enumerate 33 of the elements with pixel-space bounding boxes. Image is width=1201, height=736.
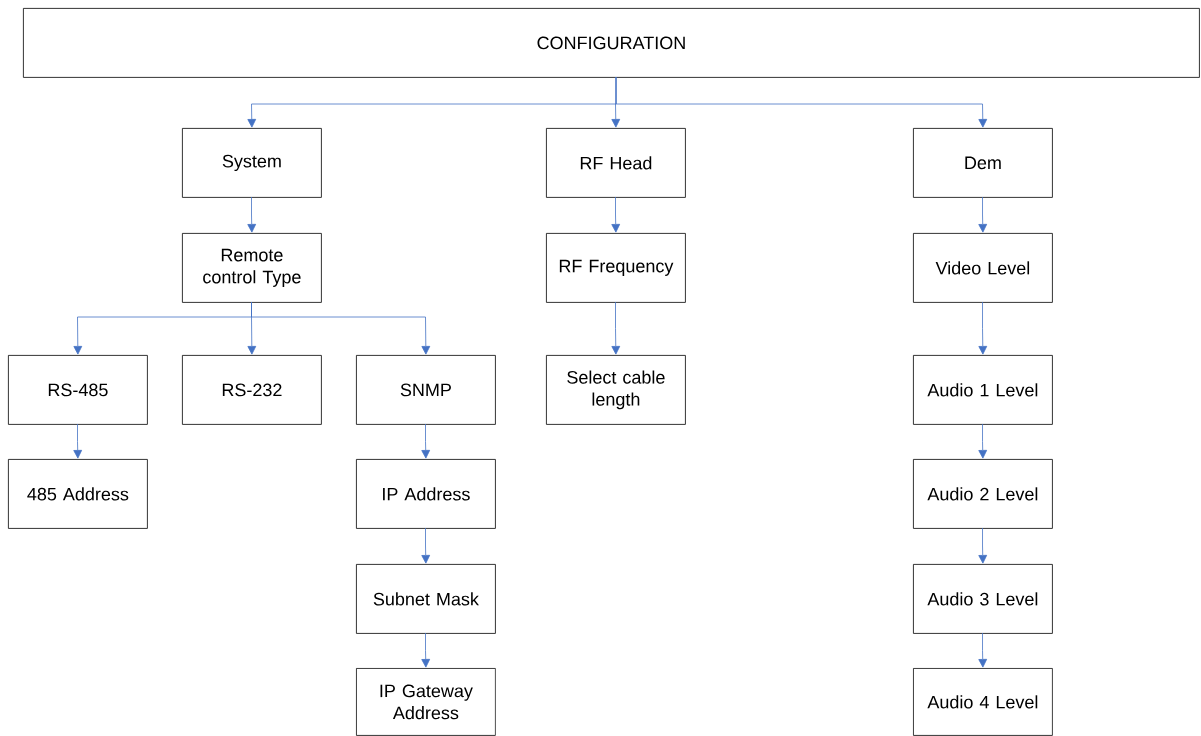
menu-box: Audio 2 Level xyxy=(913,459,1053,529)
arrow xyxy=(978,423,988,459)
menu-box: Audio 1 Level xyxy=(913,355,1053,425)
menu-box: Select cable length xyxy=(546,355,686,425)
arrow xyxy=(978,527,988,564)
menu-box: Remote control Type xyxy=(182,233,322,303)
arrow xyxy=(615,76,988,128)
arrow xyxy=(251,301,431,355)
menu-box: RF Head xyxy=(546,128,686,198)
arrow xyxy=(73,423,83,459)
arrow xyxy=(421,423,431,459)
arrow xyxy=(421,632,431,668)
menu-box: IP Address xyxy=(356,459,496,529)
menu-box: Audio 4 Level xyxy=(913,668,1053,736)
menu-box: Video Level xyxy=(913,233,1053,303)
arrow xyxy=(611,301,621,355)
arrow xyxy=(978,632,988,668)
menu-box: IP Gateway Address xyxy=(356,668,496,736)
arrow xyxy=(611,196,621,233)
menu-box: Subnet Mask xyxy=(356,564,496,634)
arrow xyxy=(978,301,988,355)
menu-box: RF Frequency xyxy=(546,233,686,303)
menu-box: Audio 3 Level xyxy=(913,564,1053,634)
title-box: CONFIGURATION xyxy=(23,8,1200,78)
menu-box: 485 Address xyxy=(8,459,148,529)
menu-box: Dem xyxy=(913,128,1053,198)
menu-box: RS-232 xyxy=(182,355,322,425)
arrow xyxy=(978,196,988,233)
menu-box: SNMP xyxy=(356,355,496,425)
menu-box: System xyxy=(182,128,322,198)
arrow xyxy=(421,527,431,564)
arrow xyxy=(247,196,257,233)
menu-box: RS-485 xyxy=(8,355,148,425)
